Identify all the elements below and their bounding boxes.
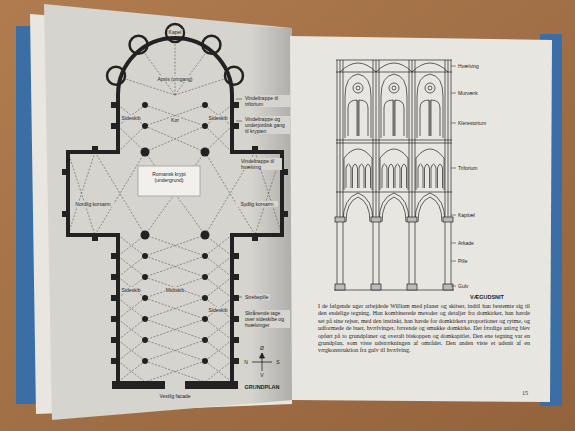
choir-label: Kor	[170, 117, 180, 123]
stair-label: Vindeltrappe og underjordisk gang til kr…	[244, 116, 290, 134]
part-label: Kapitæl	[458, 212, 475, 218]
chapel-label: Kapel	[168, 29, 183, 35]
body-text: I de følgende uger arbejdede William med…	[318, 303, 530, 355]
part-label: Triforium	[458, 165, 478, 171]
crypt-label: Romansk krypt (undergrund)	[141, 171, 197, 183]
stair-label: Vindeltrappe til triforium	[244, 95, 290, 107]
part-label: Murværk	[458, 90, 478, 96]
transept-label: Nordlig korsarm	[72, 201, 114, 207]
compass-letter: Ø	[260, 345, 264, 351]
page-number: 15	[522, 390, 528, 397]
facade-label: Vestlig facade	[158, 393, 191, 399]
part-label: Klerestorium	[458, 120, 486, 126]
roof-note: Skrånende tage over sideskibe og hvælvin…	[244, 310, 290, 328]
stair-label: Vindeltrappe til hvælving	[240, 158, 282, 170]
wall-elevation	[334, 60, 456, 290]
part-label: Gulv	[458, 283, 468, 289]
spine-shadow	[250, 26, 292, 404]
compass-letter: N	[244, 359, 248, 365]
aisle-label: Sideskib	[121, 115, 142, 121]
compass-letter: S	[276, 359, 279, 365]
aisle-label: Sideskib	[121, 287, 142, 293]
buttress-label: Strebepille	[244, 294, 270, 300]
part-label: Arkade	[458, 240, 474, 246]
figure-caption: VÆGUDSNIT	[470, 294, 504, 301]
part-label: Pille	[458, 258, 467, 264]
compass-letter: V	[260, 372, 263, 378]
part-label: Hvælving	[458, 63, 479, 69]
apse-label: Apsis (omgang)	[156, 76, 193, 82]
left-page	[44, 4, 292, 420]
nave-label: Midtskib	[165, 287, 185, 293]
right-page	[290, 36, 552, 402]
aisle-label: Sideskib	[208, 115, 229, 121]
aisle-label: Sideskib	[208, 307, 229, 313]
floor-plan	[62, 24, 288, 389]
transept-label: Sydlig korsarm	[236, 201, 278, 207]
figure-caption: GRUNDPLAN	[244, 384, 279, 391]
